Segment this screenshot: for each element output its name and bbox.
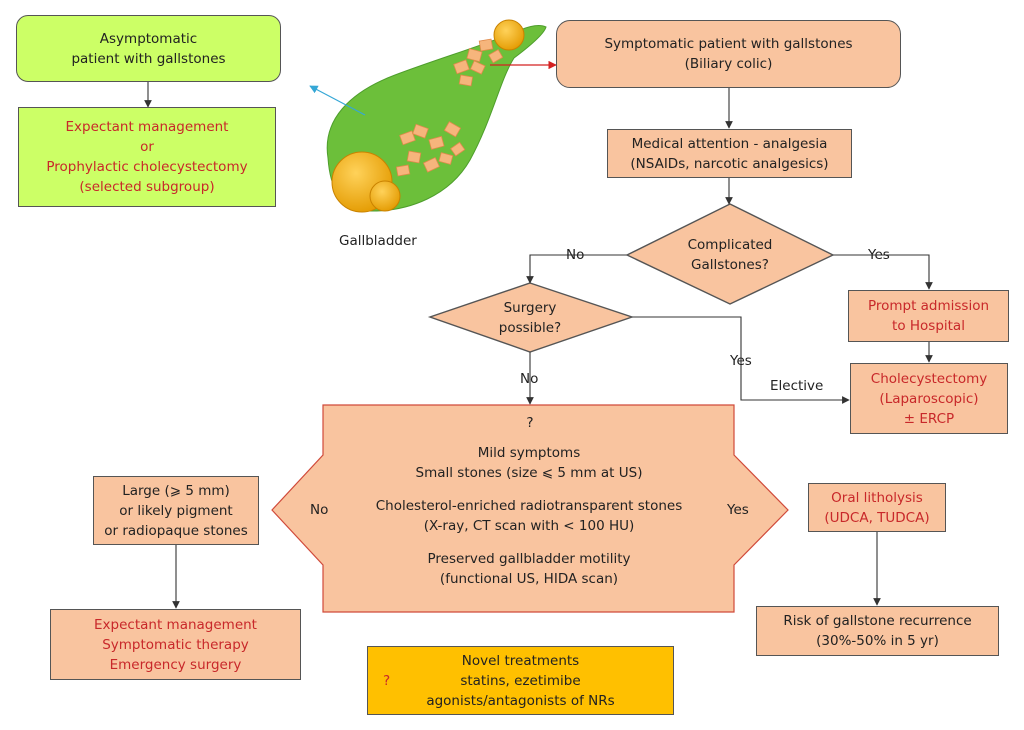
surgery-yes-label: Yes — [730, 353, 752, 369]
complicated-line1: Complicated — [687, 237, 773, 253]
symptomatic-line1: Symptomatic patient with gallstones — [604, 36, 853, 52]
neck-stone — [493, 19, 525, 51]
center-yes-label: Yes — [727, 502, 749, 518]
center-line4: (X-ray, CT scan with < 100 HU) — [423, 518, 635, 534]
decision-double-arrow — [271, 404, 789, 613]
surgery-text: Surgery possible? — [470, 298, 590, 338]
center-question-mark: ? — [526, 415, 534, 431]
center-no-label: No — [310, 502, 329, 518]
novel-treatments-box: Novel treatments statins, ezetimibe agon… — [367, 646, 674, 715]
gallbladder-label: Gallbladder — [339, 233, 417, 249]
medical-line1: Medical attention - analgesia — [631, 135, 828, 152]
small-stones — [395, 38, 504, 177]
center-line5: Preserved gallbladder motility — [427, 551, 631, 567]
medical-attention-box: Medical attention - analgesia (NSAIDs, n… — [607, 129, 852, 178]
large-line2: or likely pigment — [119, 502, 233, 519]
expectant-line1: Expectant management — [65, 119, 229, 135]
surgery-line1: Surgery — [503, 300, 557, 316]
prompt-admission-box: Prompt admission to Hospital — [848, 290, 1009, 342]
large-line3: or radiopaque stones — [104, 522, 248, 539]
cholecystectomy-line3: ± ERCP — [903, 410, 955, 427]
risk-line1: Risk of gallstone recurrence — [783, 613, 972, 629]
risk-recurrence-box: Risk of gallstone recurrence (30%-50% in… — [756, 606, 999, 656]
center-line6: (functional US, HIDA scan) — [439, 571, 619, 587]
arrow-to-asymptomatic — [309, 85, 366, 116]
gallbladder-illustration — [326, 19, 547, 213]
cholecystectomy-line1: Cholecystectomy — [870, 370, 988, 387]
medical-line2: (NSAIDs, narcotic analgesics) — [630, 155, 829, 172]
expectant-line4: (selected subgroup) — [79, 179, 215, 195]
asymptomatic-line2: patient with gallstones — [71, 50, 226, 67]
oral-line2: (UDCA, TUDCA) — [824, 509, 930, 526]
prompt-line1: Prompt admission — [867, 298, 990, 314]
symptomatic-box: Symptomatic patient with gallstones (Bil… — [556, 20, 901, 88]
complicated-yes-label: Yes — [868, 247, 890, 263]
risk-line2: (30%-50% in 5 yr) — [816, 633, 939, 649]
arrow-surgery-yes — [632, 316, 850, 404]
asymptomatic-line1: Asymptomatic — [99, 30, 198, 47]
surgery-no-label: No — [520, 371, 539, 387]
expectant-management-box: Expectant management or Prophylactic cho… — [18, 107, 276, 207]
cholecystectomy-box: Cholecystectomy (Laparoscopic) ± ERCP — [850, 363, 1008, 434]
center-line1: Mild symptoms — [477, 445, 581, 461]
symptomatic-line2: (Biliary colic) — [684, 56, 773, 72]
arrow-complicated-no — [526, 254, 627, 284]
oral-litholysis-box: Oral litholysis (UDCA, TUDCA) — [808, 483, 946, 532]
arrow-complicated-yes — [833, 254, 933, 290]
large-stones-box: Large (⩾ 5 mm) or likely pigment or radi… — [93, 476, 259, 545]
expectant-bottom-line2: Symptomatic therapy — [102, 636, 249, 653]
expectant-bottom-line3: Emergency surgery — [109, 656, 242, 673]
expectant-bottom-line1: Expectant management — [94, 616, 257, 633]
cholecystectomy-line2: (Laparoscopic) — [879, 390, 979, 407]
novel-line2: statins, ezetimibe — [460, 672, 581, 689]
complicated-no-label: No — [566, 247, 585, 263]
novel-line1: Novel treatments — [461, 652, 580, 669]
novel-question-mark: ? — [383, 673, 391, 689]
elective-label: Elective — [770, 378, 824, 394]
surgery-line2: possible? — [498, 320, 562, 336]
center-criteria-text: Mild symptoms Small stones (size ⩽ 5 mm … — [340, 443, 718, 589]
asymptomatic-box: Asymptomatic patient with gallstones — [16, 15, 281, 82]
expectant-line3: Prophylactic cholecystectomy — [46, 159, 248, 175]
oral-line1: Oral litholysis — [831, 489, 923, 506]
large-line1: Large (⩾ 5 mm) — [122, 482, 230, 499]
complicated-diamond — [625, 203, 835, 305]
medium-stone — [369, 180, 401, 212]
center-line2: Small stones (size ⩽ 5 mm at US) — [415, 465, 643, 481]
complicated-line2: Gallstones? — [691, 257, 769, 273]
center-line3: Cholesterol-enriched radiotransparent st… — [375, 498, 683, 514]
expectant-bottom-box: Expectant management Symptomatic therapy… — [50, 609, 301, 680]
novel-line3: agonists/antagonists of NRs — [426, 692, 615, 709]
prompt-line2: to Hospital — [892, 318, 965, 334]
expectant-line2: or — [140, 139, 154, 155]
complicated-text: Complicated Gallstones? — [660, 235, 800, 275]
